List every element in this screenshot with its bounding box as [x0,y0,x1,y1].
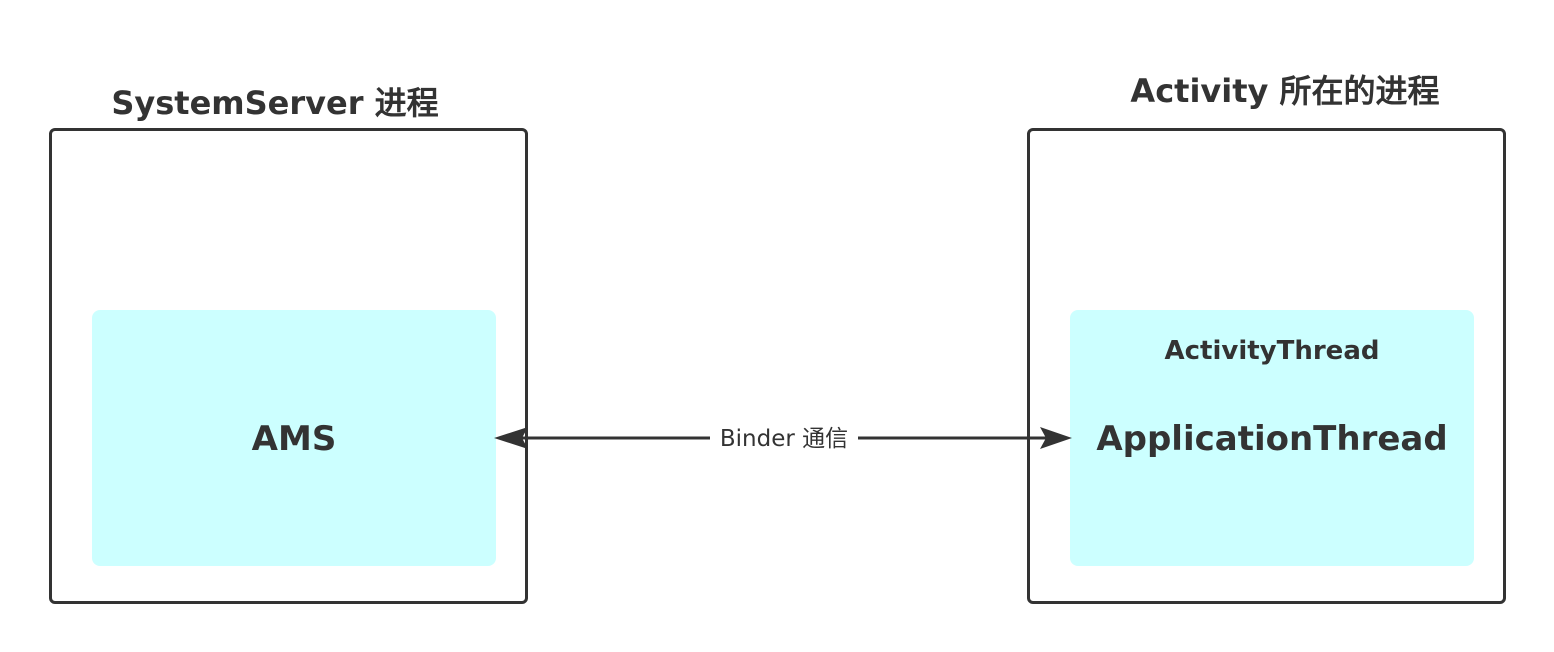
ams-component: AMS [92,310,496,566]
ams-label: AMS [251,419,337,459]
arrow-left-icon [494,427,528,449]
right-process-title: Activity 所在的进程 [1130,72,1440,110]
left-process-box [49,128,528,604]
activity-thread-label: ActivityThread [1164,336,1380,366]
binder-connection-label: Binder 通信 [710,424,858,454]
activity-thread-component: ActivityThread ApplicationThread [1070,310,1474,566]
right-process-box [1027,128,1506,604]
arrow-right-icon [1040,427,1072,449]
application-thread-label: ApplicationThread [1096,419,1448,459]
left-process-title: SystemServer 进程 [111,84,439,122]
